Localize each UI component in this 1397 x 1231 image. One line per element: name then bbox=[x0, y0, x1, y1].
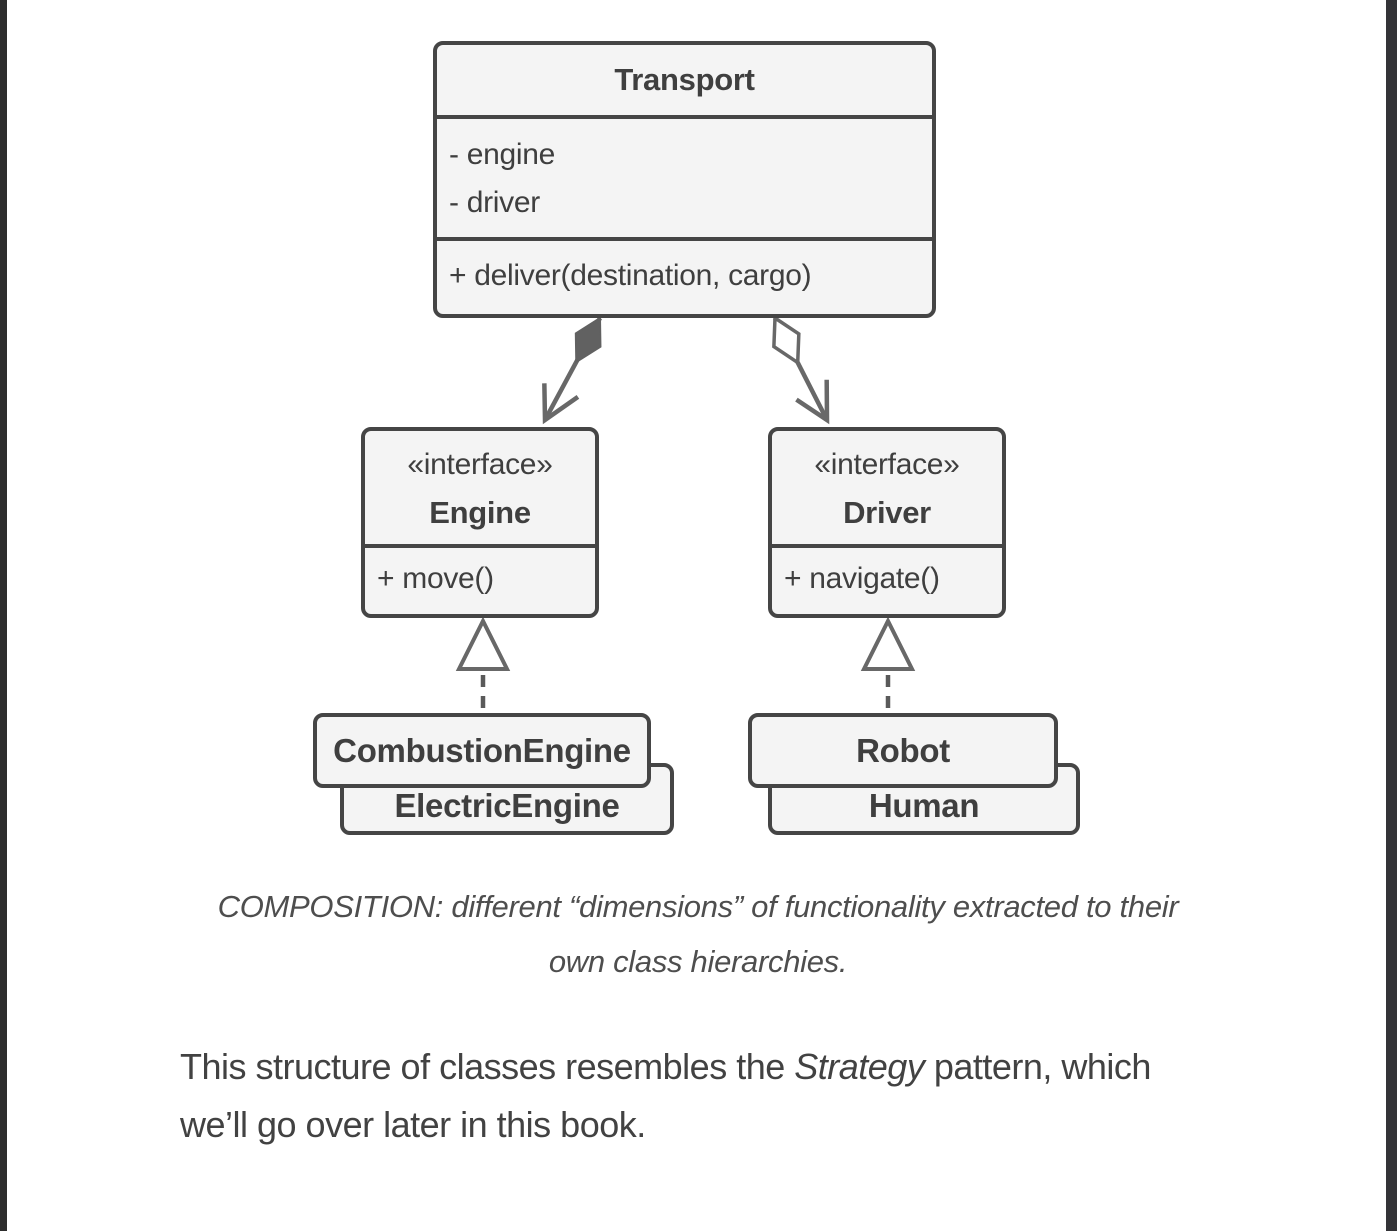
class-robot-title: Robot bbox=[856, 731, 950, 769]
class-combustionengine-title: CombustionEngine bbox=[333, 731, 631, 769]
interface-driver-methods: + navigate() bbox=[772, 548, 1002, 610]
class-transport-methods: + deliver(destination, cargo) bbox=[437, 241, 932, 310]
body-paragraph: This structure of classes resembles the … bbox=[180, 1038, 1370, 1154]
page-edge-right bbox=[1386, 0, 1397, 1231]
class-electricengine-title: ElectricEngine bbox=[394, 787, 620, 824]
page-edge-left bbox=[0, 0, 7, 1231]
class-transport: Transport - engine - driver + deliver(de… bbox=[433, 41, 936, 318]
class-combustionengine: CombustionEngine bbox=[313, 713, 651, 788]
realization-edge-engine bbox=[455, 616, 511, 712]
interface-stereotype: «interface» bbox=[407, 448, 553, 481]
interface-stereotype: «interface» bbox=[814, 448, 960, 481]
figure-caption-line1: COMPOSITION: different “dimensions” of f… bbox=[217, 889, 1179, 924]
figure-caption-line2: own class hierarchies. bbox=[548, 944, 848, 979]
method-navigate: + navigate() bbox=[784, 562, 940, 595]
interface-engine-title: Engine bbox=[429, 495, 531, 530]
class-transport-title: Transport bbox=[437, 45, 932, 119]
interface-driver: «interface» Driver + navigate() bbox=[768, 427, 1006, 618]
interface-driver-header: «interface» Driver bbox=[772, 431, 1002, 548]
figure-caption: COMPOSITION: different “dimensions” of f… bbox=[98, 879, 1298, 989]
body-text-pre: This structure of classes resembles the bbox=[180, 1046, 795, 1087]
method-move: + move() bbox=[377, 562, 494, 595]
aggregation-edge-transport-driver bbox=[772, 314, 830, 425]
body-text-italic-strategy: Strategy bbox=[794, 1046, 925, 1087]
interface-engine: «interface» Engine + move() bbox=[361, 427, 599, 618]
class-human-title: Human bbox=[868, 787, 980, 824]
field-engine: - engine bbox=[449, 138, 556, 171]
composition-edge-transport-engine bbox=[542, 316, 602, 425]
body-text-line2: we’ll go over later in this book. bbox=[180, 1104, 646, 1145]
interface-driver-title: Driver bbox=[843, 495, 931, 530]
interface-engine-header: «interface» Engine bbox=[365, 431, 595, 548]
method-deliver: + deliver(destination, cargo) bbox=[449, 258, 812, 292]
class-robot: Robot bbox=[748, 713, 1058, 788]
realization-edge-driver bbox=[860, 616, 916, 712]
field-driver: - driver bbox=[449, 186, 540, 219]
class-transport-fields: - engine - driver bbox=[437, 119, 932, 241]
body-text-post: pattern, which bbox=[924, 1046, 1152, 1087]
interface-engine-methods: + move() bbox=[365, 548, 595, 610]
